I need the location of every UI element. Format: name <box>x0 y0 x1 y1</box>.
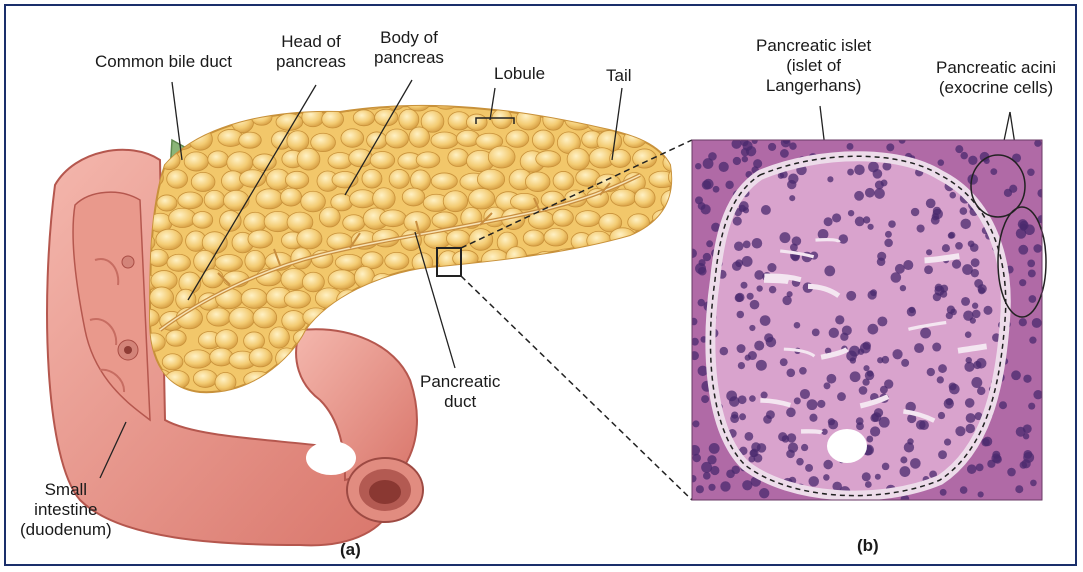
label-small-intestine: Small intestine (duodenum) <box>20 480 112 540</box>
label-head-of-pancreas: Head of pancreas <box>276 32 346 72</box>
label-pancreatic-islet: Pancreatic islet (islet of Langerhans) <box>756 36 871 96</box>
pancreas <box>128 86 699 393</box>
panel-label-b: (b) <box>857 536 879 556</box>
mask-blob-b <box>827 429 867 463</box>
label-lobule: Lobule <box>494 64 545 84</box>
panel-label-a: (a) <box>340 540 361 560</box>
label-pancreatic-duct: Pancreatic duct <box>420 372 500 412</box>
label-tail: Tail <box>606 66 632 86</box>
mask-blob-a <box>306 441 356 475</box>
micrograph <box>687 137 1046 504</box>
label-common-bile-duct: Common bile duct <box>95 52 232 72</box>
label-body-of-pancreas: Body of pancreas <box>374 28 444 68</box>
label-pancreatic-acini: Pancreatic acini (exocrine cells) <box>936 58 1056 98</box>
